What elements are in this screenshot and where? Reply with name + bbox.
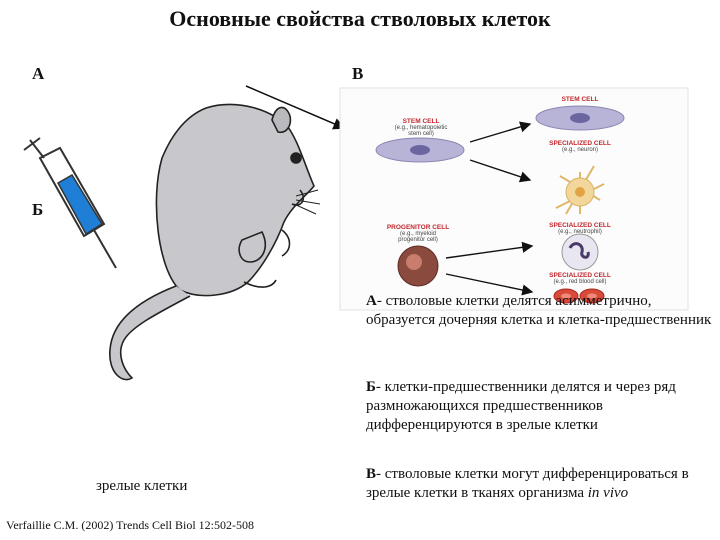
description-a: А- стволовые клетки делятся асимметрично… — [366, 292, 718, 330]
specialized-bottom-label: SPECIALIZED CELL (e.g., red blood cell) — [549, 272, 611, 285]
neutrophil-cell — [561, 233, 599, 271]
description-v-letter: В — [366, 466, 377, 482]
neuron-cell — [555, 165, 605, 215]
description-b-text: - клетки-предшественники делятся и через… — [366, 379, 676, 433]
citation: Verfaillie C.M. (2002) Trends Cell Biol … — [6, 518, 254, 532]
label-v: В — [352, 64, 364, 83]
page-title: Основные свойства стволовых клеток — [169, 6, 551, 31]
description-a-letter: А — [366, 293, 377, 309]
mature-cells-label: зрелые клетки — [96, 478, 188, 494]
specialized-top-label: SPECIALIZED CELL (e.g., neuron) — [549, 140, 611, 153]
description-v-italic: in vivo — [587, 485, 629, 501]
specialized-mid-label: SPECIALIZED CELL (e.g., neutrophil) — [549, 222, 611, 235]
syringe-icon — [23, 137, 117, 269]
stem-cell-right-label: STEM CELL — [561, 96, 599, 103]
pointer-arrow — [245, 85, 346, 130]
description-b-letter: Б — [366, 379, 376, 395]
panel-shapes — [339, 87, 689, 311]
description-v-text: - стволовые клетки могут дифференцироват… — [366, 466, 689, 501]
red-blood-cells — [553, 288, 605, 304]
label-a: А — [32, 64, 45, 83]
description-b: Б- клетки-предшественники делятся и чере… — [366, 378, 718, 435]
mouse-icon — [109, 103, 321, 381]
label-b: Б — [32, 200, 44, 219]
progenitor-label: PROGENITOR CELL (e.g., myeloid progenito… — [386, 224, 450, 243]
description-v: В- стволовые клетки могут дифференцирова… — [366, 465, 718, 503]
stem-cell-left-label: STEM CELL (e.g., hematopoietic stem cell… — [394, 118, 448, 137]
description-a-text: - стволовые клетки делятся асимметрично,… — [366, 293, 712, 328]
